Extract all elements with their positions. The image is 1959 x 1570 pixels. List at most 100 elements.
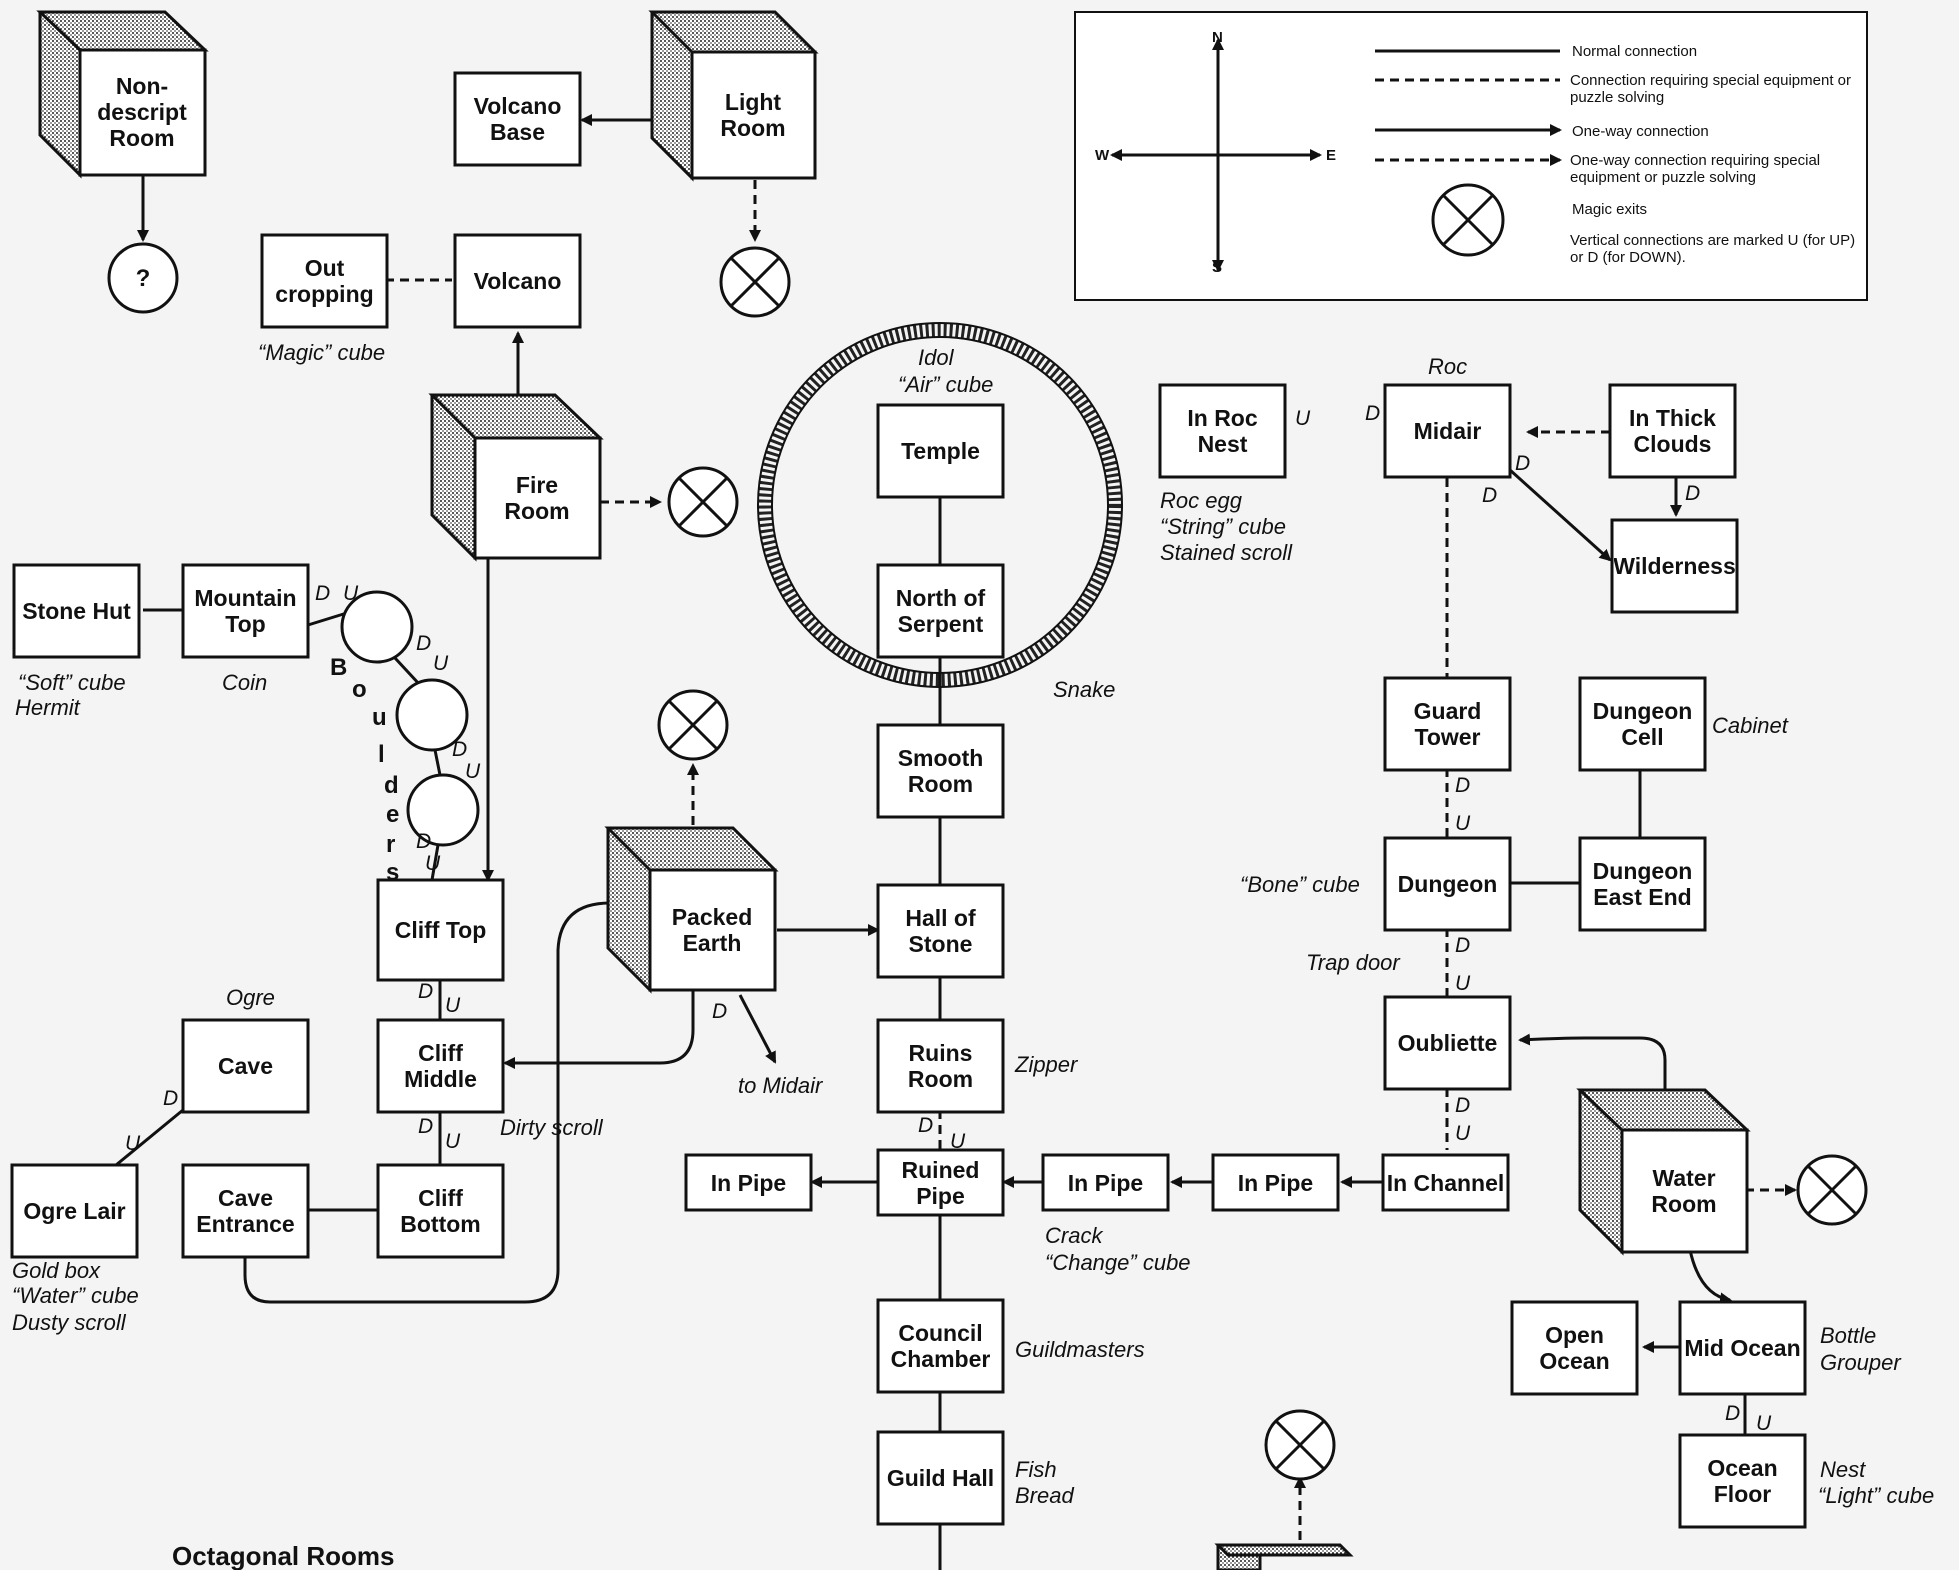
room-label-nondescript: Non-descript Room (97, 73, 187, 151)
room-box-ogre-lair (10, 1163, 139, 1259)
room-label-dungeon-east-end: Dungeon East End (1592, 858, 1693, 910)
room-label-temple: Temple (901, 438, 980, 464)
room-box-in-thick-clouds (1608, 383, 1737, 479)
note-to-midair: to Midair (738, 1073, 824, 1098)
note-crack: Crack (1045, 1223, 1103, 1248)
room-label-cave: Cave (218, 1053, 273, 1079)
magic-exits (657, 246, 1868, 1481)
magic-exit-packed (657, 689, 729, 761)
room-label-dungeon: Dungeon (1397, 871, 1498, 897)
room-box-cliff-top (376, 878, 505, 982)
vertical-marker-u: U (1455, 972, 1471, 995)
room-label-in-pipe-3: In Pipe (1237, 1169, 1314, 1196)
boulders-letter: o (352, 676, 367, 703)
note-bone-cube: “Bone” cube (1240, 872, 1360, 897)
magic-exit-bottom (1264, 1409, 1336, 1481)
boulders-letter: r (386, 831, 395, 858)
room-label-mountain-top: Mountain Top (194, 585, 297, 637)
note-light-cube: “Light” cube (1818, 1483, 1934, 1508)
note-bread: Bread (1015, 1483, 1074, 1508)
room-label-ogre-lair: Ogre Lair (23, 1198, 126, 1224)
room-box-in-roc-nest (1158, 383, 1287, 479)
boulders-letter: l (378, 741, 385, 768)
vertical-marker-d: D (1685, 482, 1700, 505)
room-label-dungeon-cell: Dungeon Cell (1592, 698, 1693, 750)
room-box-in-channel (1381, 1153, 1510, 1212)
note-roc: Roc (1428, 354, 1467, 379)
vertical-marker-u: U (465, 760, 481, 783)
room-light (648, 10, 819, 182)
boulders-letter: u (372, 704, 387, 731)
room-box-guild-hall (876, 1430, 1005, 1526)
room-label-guard-tower: Guard Tower (1413, 698, 1482, 750)
room-label-mid-ocean: Mid Ocean (1684, 1335, 1801, 1361)
note-change-cube: “Change” cube (1045, 1250, 1191, 1275)
magic-exit-fire (667, 466, 739, 538)
room-label-oubliette: Oubliette (1397, 1030, 1498, 1056)
room-label-midair: Midair (1413, 418, 1482, 444)
magic-exit-light (719, 246, 791, 318)
room-box-wilderness (1610, 518, 1739, 614)
note-ogre: Ogre (226, 985, 275, 1010)
legend-oneway-special: One-way connection requiring special equ… (1570, 152, 1821, 186)
vertical-marker-u: U (425, 852, 441, 875)
compass-west: W (1095, 147, 1110, 164)
octagonal-rooms-title: Octagonal Rooms (172, 1541, 394, 1570)
note-dusty-scroll: Dusty scroll (12, 1310, 127, 1335)
room-label-in-roc-nest: In Roc Nest (1187, 405, 1258, 457)
room-box-smooth-room (876, 723, 1005, 819)
room-box-cliff-bottom (376, 1163, 505, 1259)
room-label-in-pipe-left: In Pipe (710, 1169, 787, 1196)
vertical-marker-d: D (1455, 774, 1470, 797)
vertical-marker-u: U (1295, 407, 1311, 430)
vertical-marker-u: U (433, 652, 449, 675)
legend-normal: Normal connection (1572, 43, 1697, 60)
room-label-cliff-top: Cliff Top (394, 917, 487, 943)
note-nest: Nest (1820, 1457, 1866, 1482)
room-label-wilderness: Wilderness (1614, 553, 1735, 579)
note-cabinet: Cabinet (1712, 713, 1789, 738)
room-label-outcropping: Out cropping (275, 255, 374, 307)
vertical-marker-u: U (445, 1130, 461, 1153)
note-dirty-scroll: Dirty scroll (500, 1115, 604, 1140)
room-label-ocean-floor: Ocean Floor (1707, 1455, 1778, 1507)
room-label-volcano: Volcano (473, 268, 562, 294)
vertical-marker-d: D (418, 1115, 433, 1138)
room-fire (428, 393, 604, 562)
room-packed (604, 826, 779, 994)
vertical-marker-d: D (452, 738, 467, 761)
note-string-cube: “String” cube (1160, 514, 1286, 539)
vertical-marker-d: D (315, 582, 330, 605)
room-water (1576, 1088, 1751, 1256)
room-box-guard-tower (1383, 676, 1512, 772)
vertical-marker-u: U (1756, 1412, 1772, 1435)
room-box-dungeon (1383, 836, 1512, 932)
compass-south: S (1212, 259, 1222, 276)
note-bottle: Bottle (1820, 1323, 1876, 1348)
room-label-council-chamber: Council Chamber (890, 1320, 991, 1372)
room-nondescript (36, 10, 209, 179)
room-box-hall-stone (876, 883, 1005, 979)
room-box-in-pipe-3 (1211, 1153, 1340, 1212)
room-label-cave-entrance: Cave Entrance (196, 1185, 295, 1237)
vertical-marker-u: U (125, 1132, 141, 1155)
note-zipper: Zipper (1014, 1052, 1079, 1077)
room-label-ruins-room: Ruins Room (907, 1040, 974, 1092)
room-box-dungeon-east-end (1578, 836, 1707, 932)
vertical-marker-u: U (950, 1130, 966, 1153)
connections (109, 114, 1797, 1570)
vertical-marker-d: D (1515, 452, 1530, 475)
note-roc-egg: Roc egg (1160, 488, 1243, 513)
room-label-water-room: Water Room (1651, 1165, 1717, 1217)
flat-rooms (10, 71, 1807, 1529)
cube-rooms (36, 10, 1751, 1570)
legend-oneway: One-way connection (1572, 123, 1709, 140)
room-label-light-room: Light Room (720, 89, 786, 141)
room-box-in-pipe-left (684, 1153, 813, 1212)
room-label-in-channel: In Channel (1386, 1169, 1505, 1196)
room-box-cave-entrance (181, 1163, 310, 1259)
vertical-marker-d: D (1365, 402, 1380, 425)
room-label-north-serpent: North of Serpent (895, 585, 986, 637)
